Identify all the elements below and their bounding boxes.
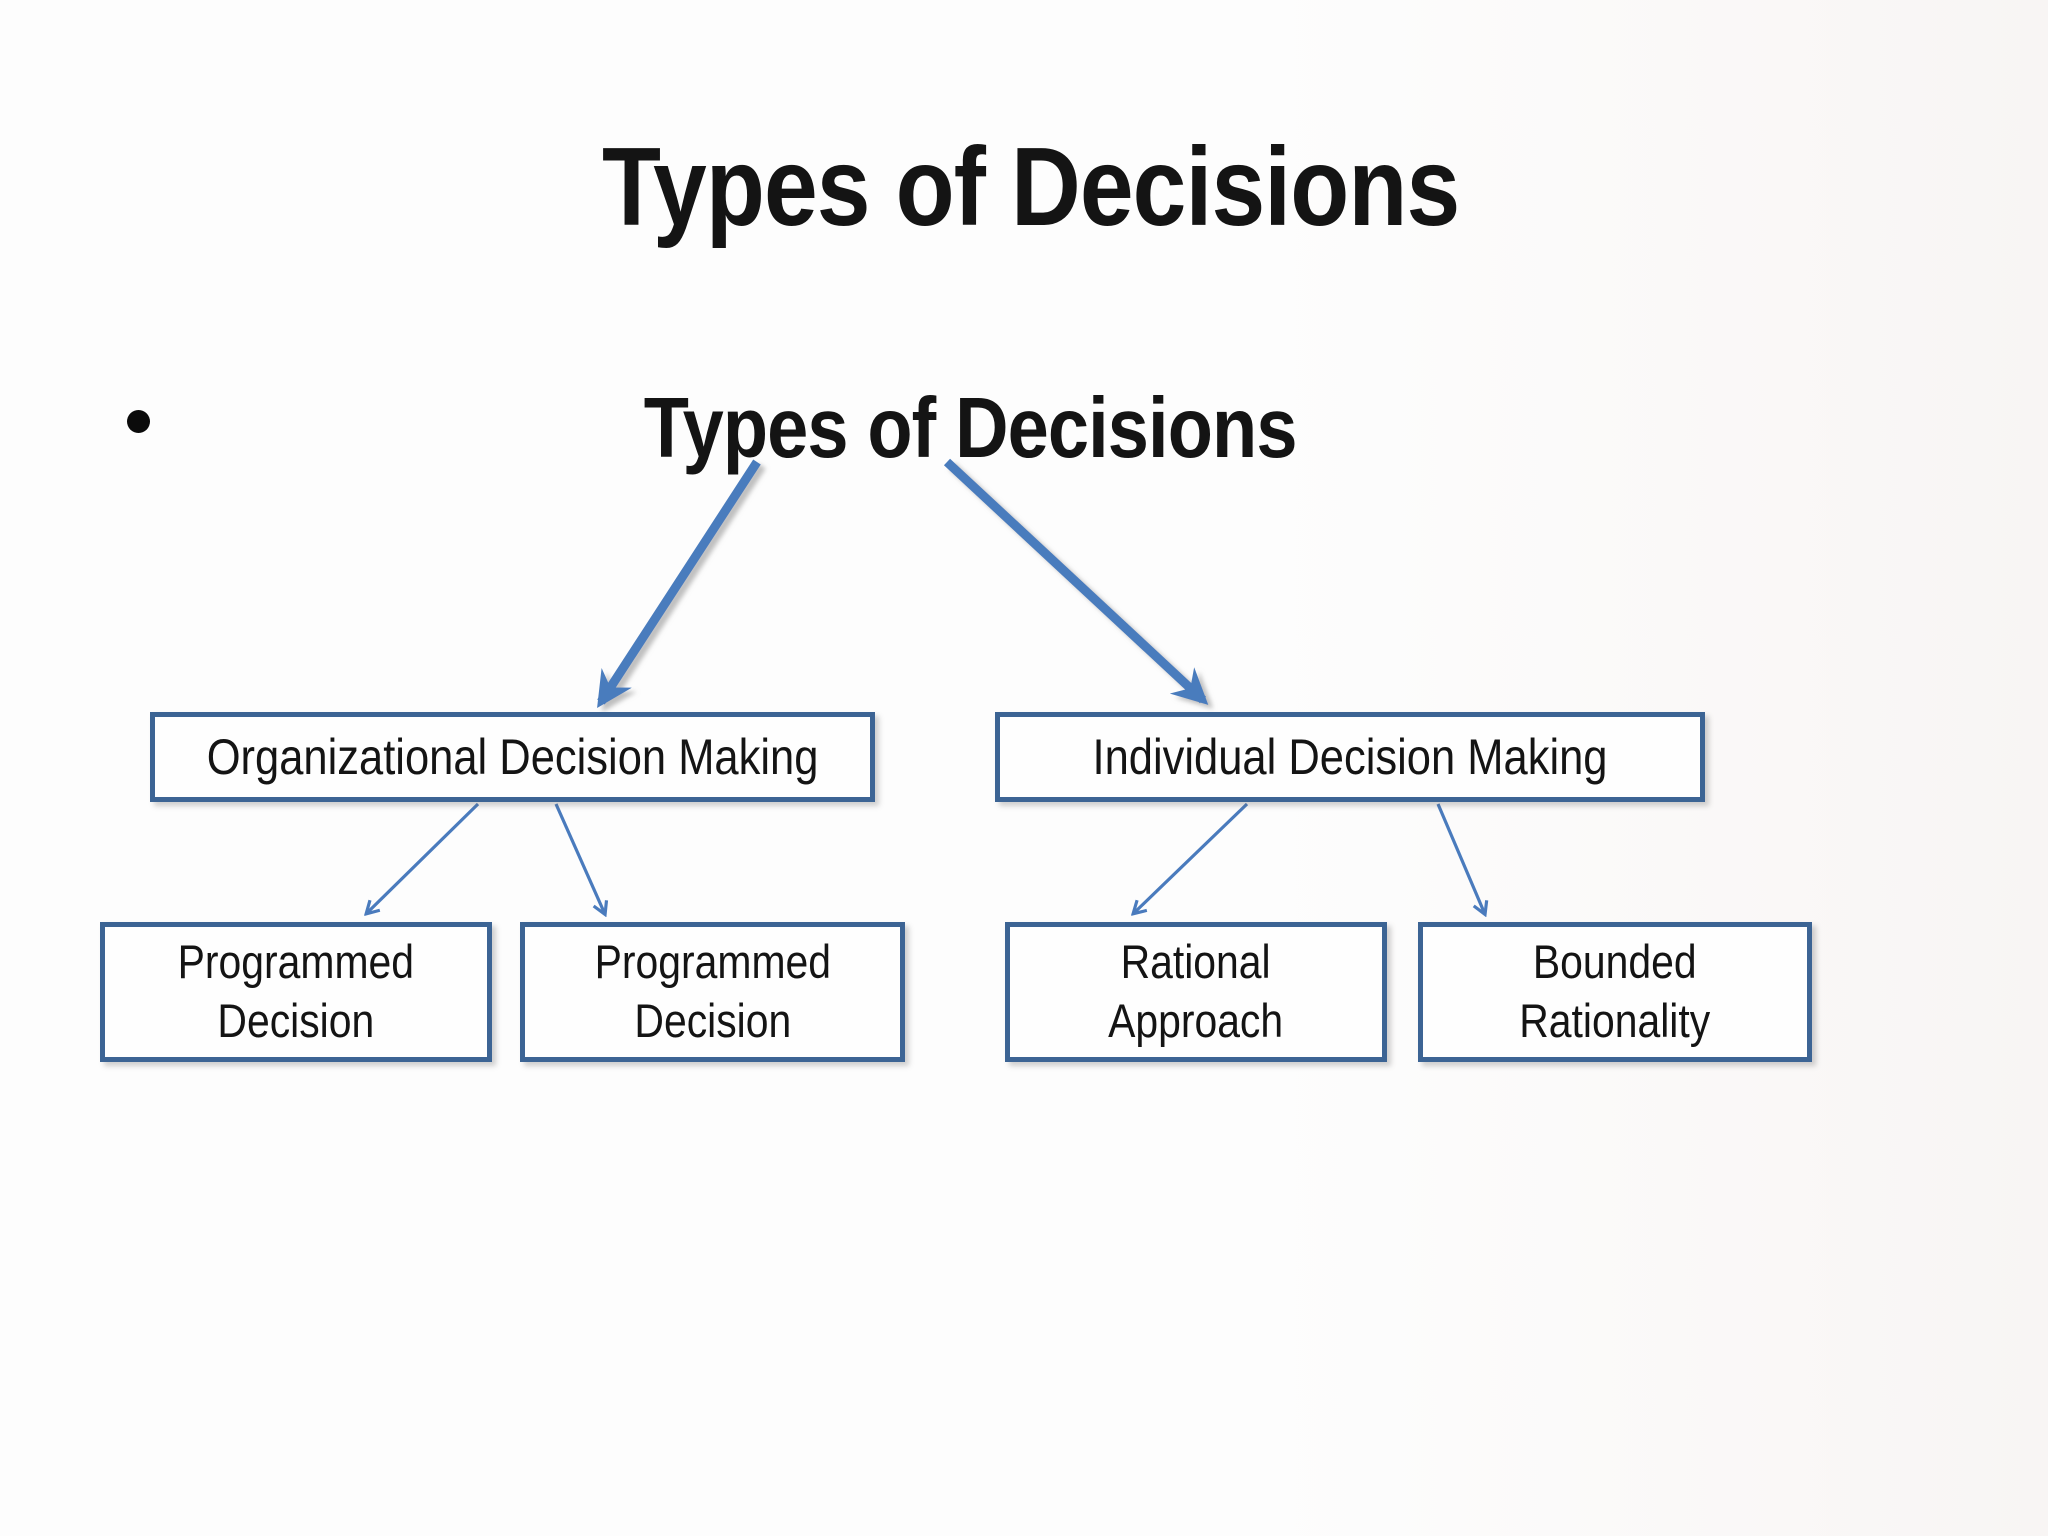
- node-label: Programmed Decision: [594, 935, 831, 1047]
- node-label: Organizational Decision Making: [206, 728, 819, 785]
- bullet-heading-text: Types of Decisions: [643, 381, 1298, 476]
- arrow-title-to-organizational: [597, 459, 761, 709]
- page-title-text: Types of Decisions: [602, 125, 1460, 249]
- node-rational-approach: Rational Approach: [1005, 922, 1387, 1062]
- bullet-dot: [127, 410, 150, 433]
- arrow-title-to-individual: [943, 458, 1209, 705]
- node-bounded-rationality: Bounded Rationality: [1418, 922, 1812, 1062]
- arrow-organizational-to-programmed-1: [368, 802, 480, 912]
- arrow-individual-to-bounded: [1436, 803, 1484, 912]
- bullet-heading: Types of Decisions: [0, 378, 1940, 480]
- page-title: Types of Decisions: [0, 118, 2048, 257]
- arrow-individual-to-rational: [1135, 802, 1249, 912]
- node-label: Bounded Rationality: [1519, 935, 1711, 1047]
- node-programmed-decision-1: Programmed Decision: [100, 922, 492, 1062]
- node-label: Individual Decision Making: [1092, 728, 1608, 785]
- node-label: Rational Approach: [1108, 935, 1284, 1047]
- node-programmed-decision-2: Programmed Decision: [520, 922, 905, 1062]
- node-label: Programmed Decision: [177, 935, 415, 1047]
- node-organizational-decision-making: Organizational Decision Making: [150, 712, 875, 802]
- node-individual-decision-making: Individual Decision Making: [995, 712, 1705, 802]
- arrow-organizational-to-programmed-2: [554, 803, 604, 912]
